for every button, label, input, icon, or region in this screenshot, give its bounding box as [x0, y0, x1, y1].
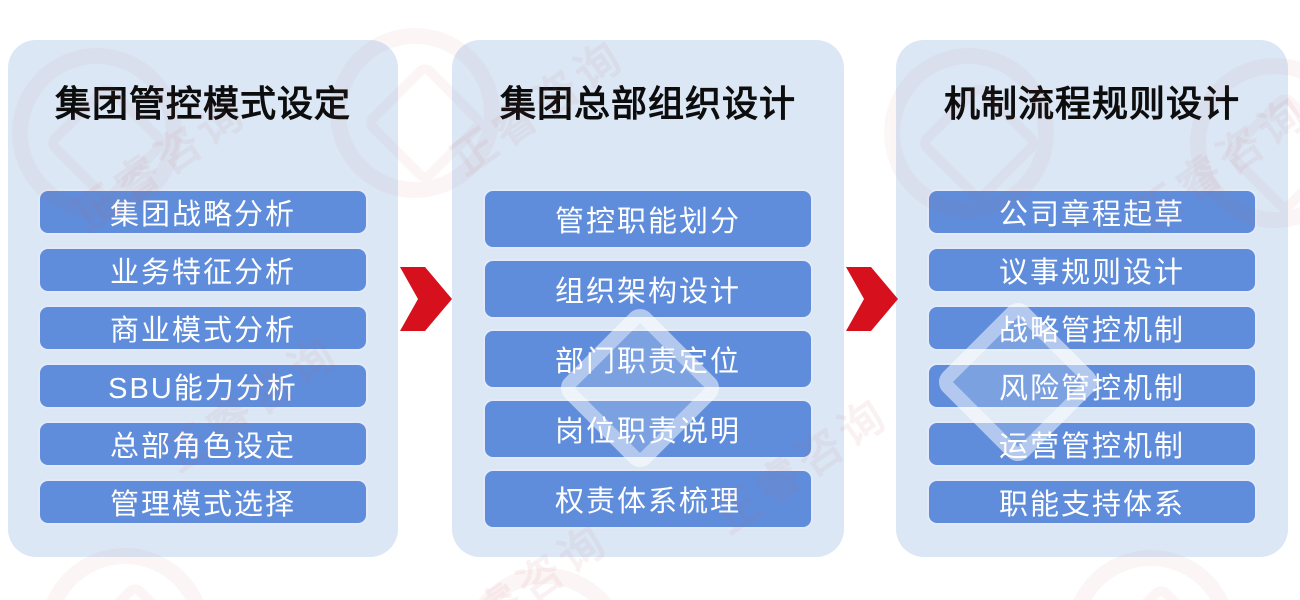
stage-panel-hq-org-design: 集团总部组织设计 管控职能划分组织架构设计部门职责定位岗位职责说明权责体系梳理	[452, 40, 844, 557]
flow-step-item: 部门职责定位	[483, 329, 813, 389]
stage-panel-control-mode: 集团管控模式设定 集团战略分析业务特征分析商业模式分析 SBU能力分析总部角色设定…	[8, 40, 398, 557]
flow-step-item: 管控职能划分	[483, 189, 813, 249]
flow-step-item: 运营管控机制	[927, 421, 1257, 467]
stage-panel-mechanism-rules: 机制流程规则设计 公司章程起草议事规则设计战略管控机制风险管控机制运营管控机制职…	[896, 40, 1288, 557]
flow-step-item: 总部角色设定	[38, 421, 368, 467]
flow-arrow-icon	[400, 267, 452, 331]
stage-items: 集团战略分析业务特征分析商业模式分析 SBU能力分析总部角色设定管理模式选择	[38, 189, 368, 525]
stage-title: 集团总部组织设计	[499, 83, 796, 124]
flow-step-item: SBU能力分析	[38, 363, 368, 409]
stage-items: 管控职能划分组织架构设计部门职责定位岗位职责说明权责体系梳理	[483, 189, 813, 529]
stage-title: 集团管控模式设定	[54, 83, 351, 124]
watermark-logo-icon	[1066, 550, 1236, 600]
flow-step-item: 战略管控机制	[927, 305, 1257, 351]
flow-step-item: 组织架构设计	[483, 259, 813, 319]
flow-step-item: 权责体系梳理	[483, 469, 813, 529]
watermark-logo-icon	[460, 568, 630, 600]
flow-step-item: 公司章程起草	[927, 189, 1257, 235]
flow-arrow-icon	[846, 267, 898, 331]
flow-step-item: 商业模式分析	[38, 305, 368, 351]
stage-items: 公司章程起草议事规则设计战略管控机制风险管控机制运营管控机制职能支持体系	[927, 189, 1257, 525]
flow-step-item: 风险管控机制	[927, 363, 1257, 409]
flow-step-item: 议事规则设计	[927, 247, 1257, 293]
stage-title: 机制流程规则设计	[943, 83, 1240, 124]
flow-step-item: 业务特征分析	[38, 247, 368, 293]
flow-step-item: 职能支持体系	[927, 479, 1257, 525]
flow-step-item: 管理模式选择	[38, 479, 368, 525]
flow-step-item: 集团战略分析	[38, 189, 368, 235]
flow-step-item: 岗位职责说明	[483, 399, 813, 459]
